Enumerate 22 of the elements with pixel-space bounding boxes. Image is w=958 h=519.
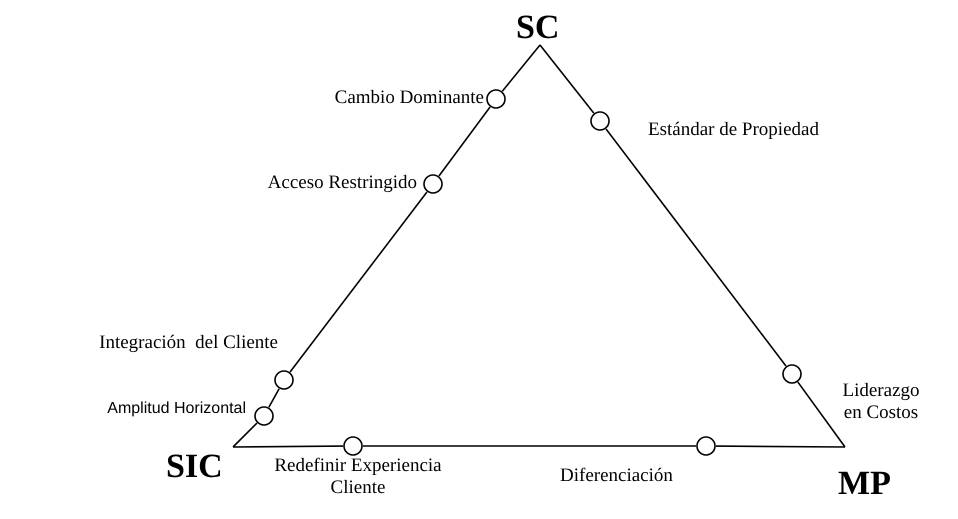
triangle-side bbox=[716, 445, 845, 448]
vertex-label: SC bbox=[516, 10, 560, 47]
position-label: Liderazgo en Costos bbox=[841, 380, 920, 424]
position-label: Amplitud Horizontal bbox=[107, 399, 246, 419]
position-label: Integración del Cliente bbox=[99, 332, 278, 354]
vertex-label: MP bbox=[838, 464, 892, 503]
triangle-side bbox=[605, 128, 787, 367]
triangle-side bbox=[232, 422, 258, 448]
vertex-label: SIC bbox=[166, 447, 224, 485]
triangle-side bbox=[502, 44, 541, 92]
position-label: Acceso Restringido bbox=[268, 172, 417, 194]
position-label: Redefinir Experiencia Cliente bbox=[273, 455, 443, 499]
triangle-side bbox=[438, 106, 491, 176]
triangle-side bbox=[233, 445, 343, 448]
triangle-side bbox=[797, 382, 846, 448]
triangle-side bbox=[289, 191, 428, 373]
position-label: Cambio Dominante bbox=[334, 87, 484, 109]
triangle-side bbox=[268, 388, 280, 408]
position-label: Estándar de Propiedad bbox=[648, 119, 819, 141]
triangle-side bbox=[539, 44, 594, 114]
position-label: Diferenciación bbox=[560, 465, 673, 487]
triangle-side bbox=[363, 445, 696, 447]
